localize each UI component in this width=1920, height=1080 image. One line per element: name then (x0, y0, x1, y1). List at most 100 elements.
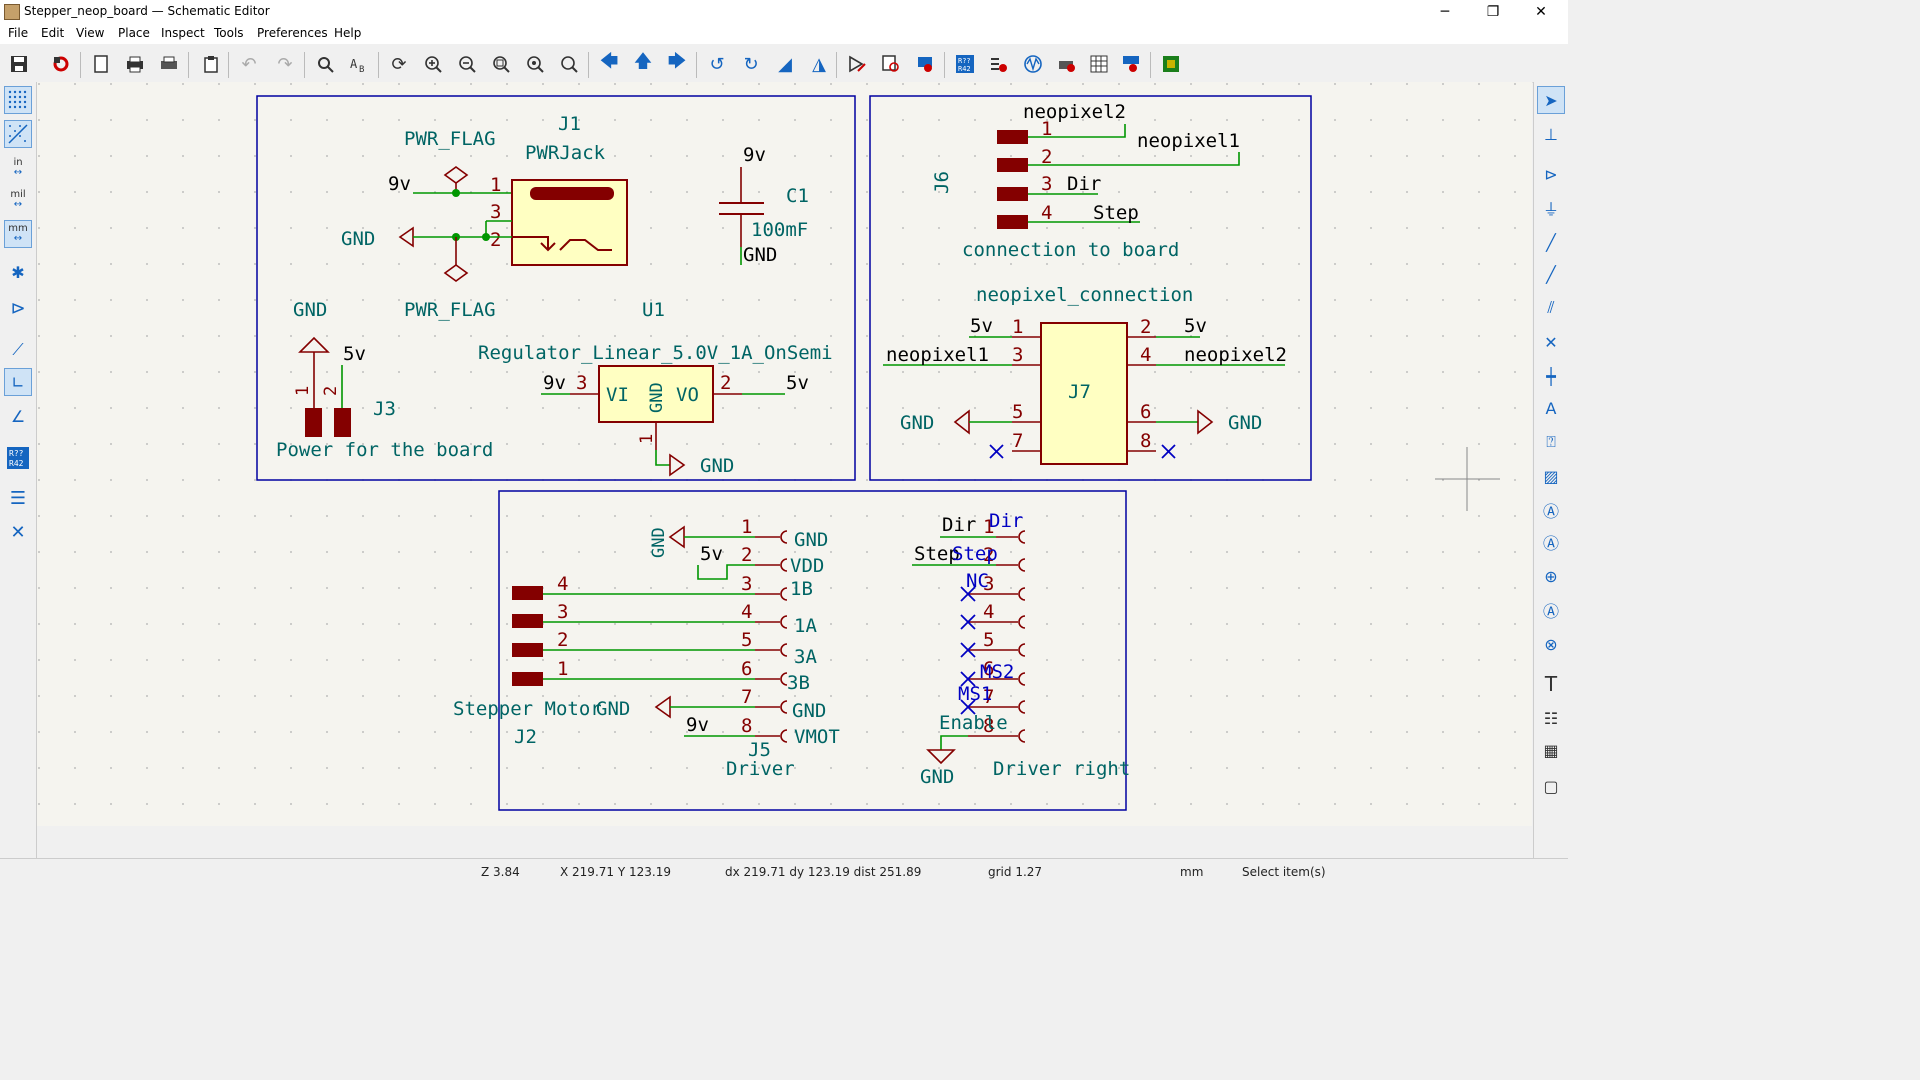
j6-value[interactable]: connection to board (962, 239, 1179, 261)
j7-net-5v-right[interactable]: 5v (1184, 315, 1207, 337)
j3-ref[interactable]: J3 (373, 398, 396, 420)
j7-net-neopixel1[interactable]: neopixel1 (886, 344, 989, 366)
unit-mil-button[interactable]: mil↔ (10, 189, 26, 210)
add-text-icon[interactable]: ⊗ (1544, 634, 1558, 654)
hierarchical-sheet-icon[interactable]: Ⓐ (1542, 502, 1559, 521)
add-bus-icon[interactable]: ╱ (1546, 264, 1556, 284)
wire-j5-2[interactable] (697, 564, 755, 580)
j5-ref[interactable]: J5 (748, 739, 771, 761)
grid-overlay-icon[interactable] (4, 120, 32, 148)
j7-no-connect-8[interactable] (1161, 444, 1176, 459)
pwr-flag-bottom-label[interactable]: PWR_FLAG (404, 299, 496, 321)
j3-gnd-symbol[interactable] (298, 336, 330, 408)
zoom-selection-icon[interactable] (556, 51, 582, 77)
j7-ref[interactable]: J7 (1068, 381, 1091, 403)
j3-connector-symbol[interactable] (305, 408, 351, 437)
footprint-assign-icon[interactable] (912, 51, 938, 77)
wire-dr-gnd[interactable] (940, 735, 968, 750)
paste-icon[interactable] (198, 51, 224, 77)
j2-ref[interactable]: J2 (514, 726, 537, 748)
zoom-in-icon[interactable] (420, 51, 446, 77)
j7-net-gnd-left[interactable]: GND (900, 412, 934, 434)
u1-ref[interactable]: U1 (642, 299, 665, 321)
dr-label-step[interactable]: Step (952, 543, 998, 565)
wire-u1-gnd[interactable] (655, 450, 670, 466)
rotate-ccw-icon[interactable]: ↺ (709, 53, 725, 75)
junction-9v[interactable] (452, 189, 460, 197)
add-textbox-icon[interactable]: T (1544, 672, 1558, 696)
pcb-editor-icon[interactable] (1158, 51, 1184, 77)
net-9v-label[interactable]: 9v (388, 173, 411, 195)
u1-value[interactable]: Regulator_Linear_5.0V_1A_OnSemi (478, 342, 833, 364)
dr-net-dir[interactable]: Dir (942, 514, 976, 536)
j7-connector-symbol[interactable] (1040, 322, 1128, 465)
line-mode-45-icon[interactable]: ∠ (10, 406, 26, 426)
dr-pin-sockets[interactable] (1018, 530, 1026, 743)
j2-value[interactable]: Stepper Motor (453, 698, 602, 720)
mirror-horizontal-icon[interactable]: ◮ (812, 53, 826, 75)
j7-net-gnd-right[interactable]: GND (1228, 412, 1262, 434)
hierarchy-navigator-icon[interactable]: ⊳ (10, 297, 26, 319)
schematic-setup-icon[interactable] (48, 51, 74, 77)
u1-net-5v[interactable]: 5v (786, 372, 809, 394)
save-icon[interactable] (6, 51, 32, 77)
refresh-icon[interactable]: ⟳ (391, 53, 407, 75)
bom-export-icon[interactable] (1118, 51, 1144, 77)
j5-value[interactable]: Driver (726, 758, 795, 780)
navigate-back-icon[interactable]: 🡄 (599, 51, 619, 72)
find-icon[interactable] (312, 51, 338, 77)
dr-value[interactable]: Driver right (993, 758, 1130, 780)
line-mode-free-icon[interactable]: ⟋ (12, 340, 24, 359)
undo-icon[interactable]: ↶ (241, 53, 257, 75)
c1-net-9v[interactable]: 9v (743, 144, 766, 166)
unit-inch-button[interactable]: in↔ (13, 157, 23, 178)
j5-gnd-bottom-label[interactable]: GND (596, 698, 630, 720)
add-rectangle-outline-icon[interactable]: ▢ (1543, 776, 1559, 796)
navigate-up-icon[interactable]: 🡅 (633, 51, 653, 72)
dr-net-step[interactable]: Step (914, 543, 960, 565)
j5-gnd-top-label[interactable]: GND (649, 527, 669, 558)
rotate-cw-icon[interactable]: ↻ (743, 53, 759, 75)
c1-value[interactable]: 100mF (751, 219, 808, 241)
pwr-flag-bottom-symbol[interactable] (443, 237, 469, 282)
tools-icon[interactable]: ✕ (10, 521, 26, 543)
select-icon[interactable]: ➤ (1537, 86, 1565, 114)
j1-ref[interactable]: J1 (558, 113, 581, 135)
j7-no-connect-7[interactable] (989, 444, 1004, 459)
menu-help[interactable]: Help (334, 26, 362, 40)
dr-no-connects[interactable] (960, 586, 976, 715)
j5-net-9v[interactable]: 9v (686, 714, 709, 736)
menu-tools[interactable]: Tools (214, 26, 244, 40)
menu-inspect[interactable]: Inspect (161, 26, 205, 40)
j7-net-neopixel2[interactable]: neopixel2 (1184, 344, 1287, 366)
mirror-vertical-icon[interactable]: ◢ (778, 53, 792, 75)
j6-net-neopixel1[interactable]: neopixel1 (1137, 130, 1240, 152)
add-table-icon[interactable]: ☷ (1543, 708, 1559, 728)
add-power-icon[interactable]: ⏚ (1542, 200, 1559, 219)
j3-gnd-label[interactable]: GND (293, 299, 327, 321)
netlist-icon[interactable] (1054, 51, 1080, 77)
navigate-forward-icon[interactable]: 🡆 (667, 51, 687, 72)
j6-net-step[interactable]: Step (1093, 202, 1139, 224)
unit-mm-button[interactable]: mm↔ (4, 220, 32, 248)
zoom-objects-icon[interactable] (522, 51, 548, 77)
properties-panel-icon[interactable]: ☰ (9, 487, 27, 509)
plot-icon[interactable] (156, 51, 182, 77)
hierarchical-label-icon[interactable]: ▨ (1543, 466, 1559, 486)
net-label-icon[interactable]: A (1545, 398, 1557, 418)
sheet-pin-icon[interactable]: ⊕ (1544, 566, 1558, 586)
junction-icon[interactable]: ┿ (1546, 366, 1556, 386)
j3-value[interactable]: Power for the board (276, 439, 493, 461)
page-settings-icon[interactable] (88, 51, 114, 77)
wire-j6-1[interactable] (1028, 124, 1126, 138)
menu-place[interactable]: Place (118, 26, 150, 40)
j5-net-5v[interactable]: 5v (700, 543, 723, 565)
c1-net-gnd[interactable]: GND (743, 244, 777, 266)
add-wire-icon[interactable]: ╱ (1546, 232, 1556, 252)
u1-gnd-symbol[interactable] (669, 453, 686, 477)
u1-net-9v[interactable]: 9v (543, 372, 566, 394)
j7-title[interactable]: neopixel_connection (976, 284, 1193, 306)
dr-label-ms2[interactable]: MS2 (980, 661, 1014, 683)
j2-connector-symbol[interactable] (512, 586, 543, 686)
